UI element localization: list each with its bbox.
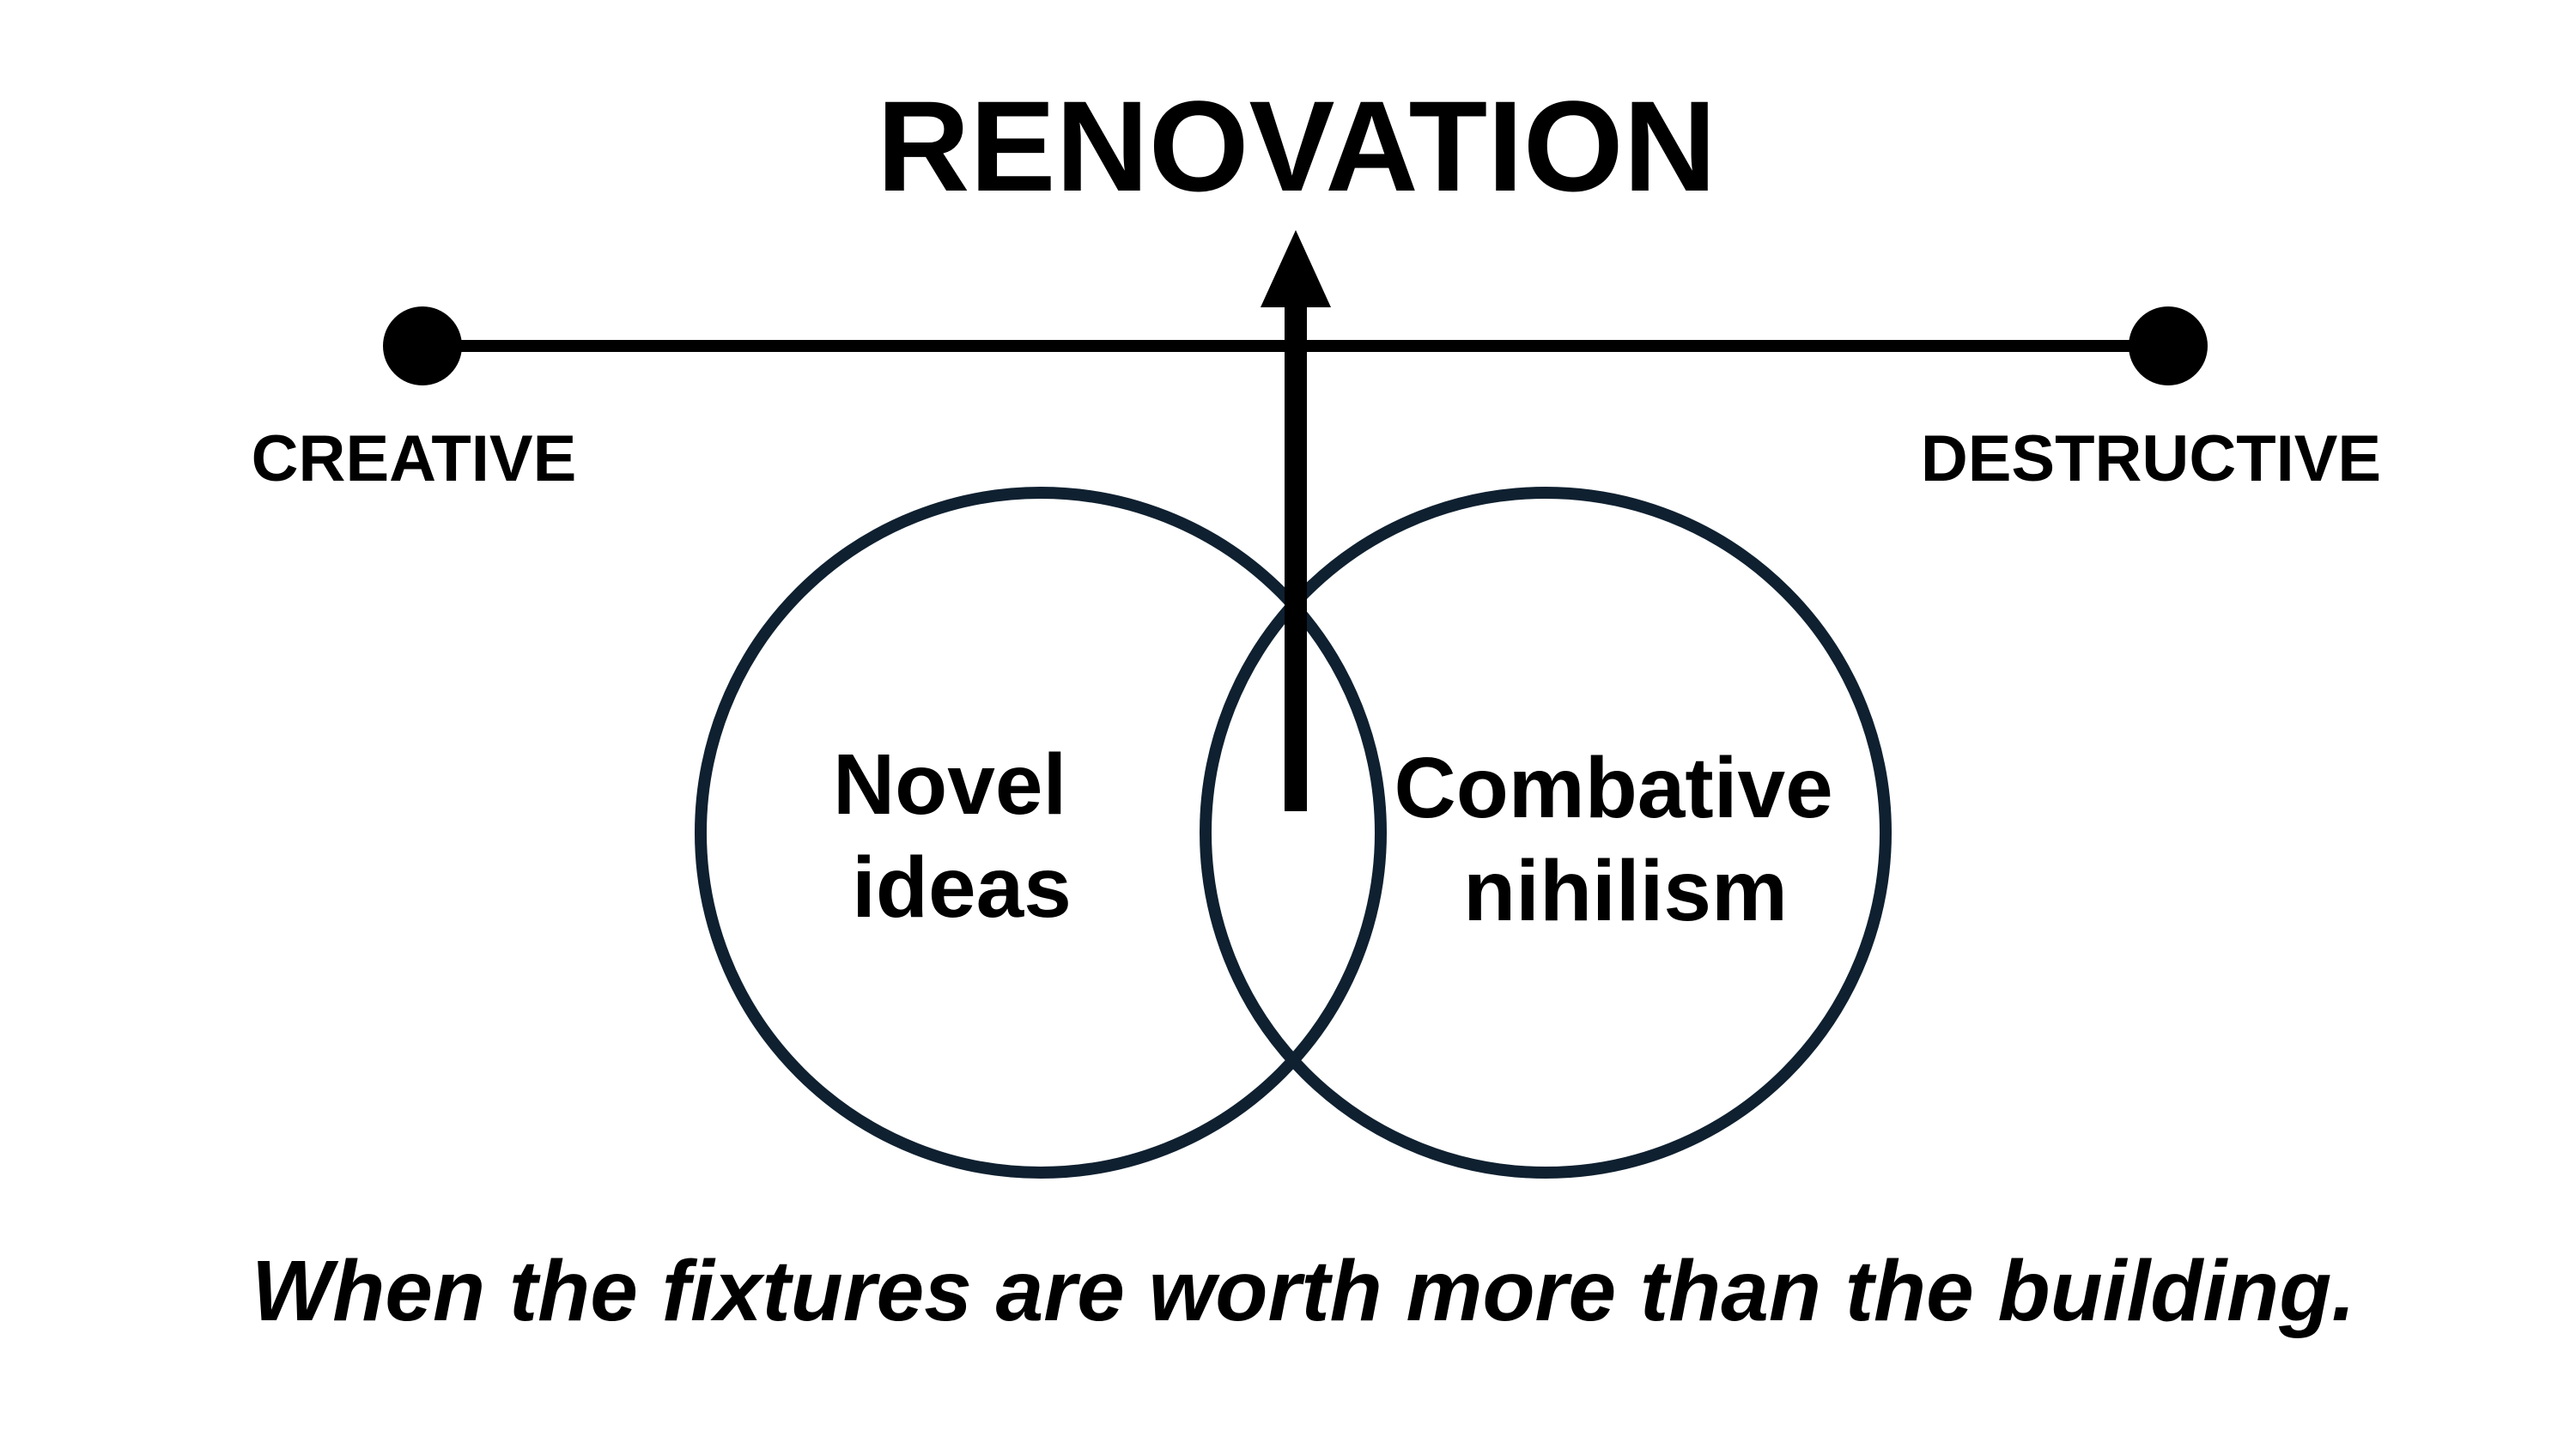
- upward-arrow-head: [1261, 230, 1331, 307]
- venn-right-label-line-2: nihilism: [1463, 843, 1788, 939]
- spectrum-right-endpoint: [2129, 306, 2208, 385]
- spectrum-left-endpoint: [383, 306, 462, 385]
- venn-left-label: Novel ideas: [833, 737, 1091, 936]
- venn-left-label-line-2: ideas: [852, 840, 1072, 936]
- diagram-caption: When the fixtures are worth more than th…: [252, 1243, 2355, 1339]
- venn-left-circle: [695, 487, 1387, 1179]
- diagram-title: RENOVATION: [877, 74, 1716, 218]
- venn-right-circle: [1200, 487, 1892, 1179]
- venn-right-label: Combative nihilism: [1394, 740, 1856, 939]
- spectrum-label-destructive: DESTRUCTIVE: [1921, 422, 2381, 495]
- venn-left-label-line-1: Novel: [833, 737, 1066, 833]
- venn-right-label-line-1: Combative: [1394, 740, 1832, 836]
- spectrum-label-creative: CREATIVE: [252, 422, 577, 495]
